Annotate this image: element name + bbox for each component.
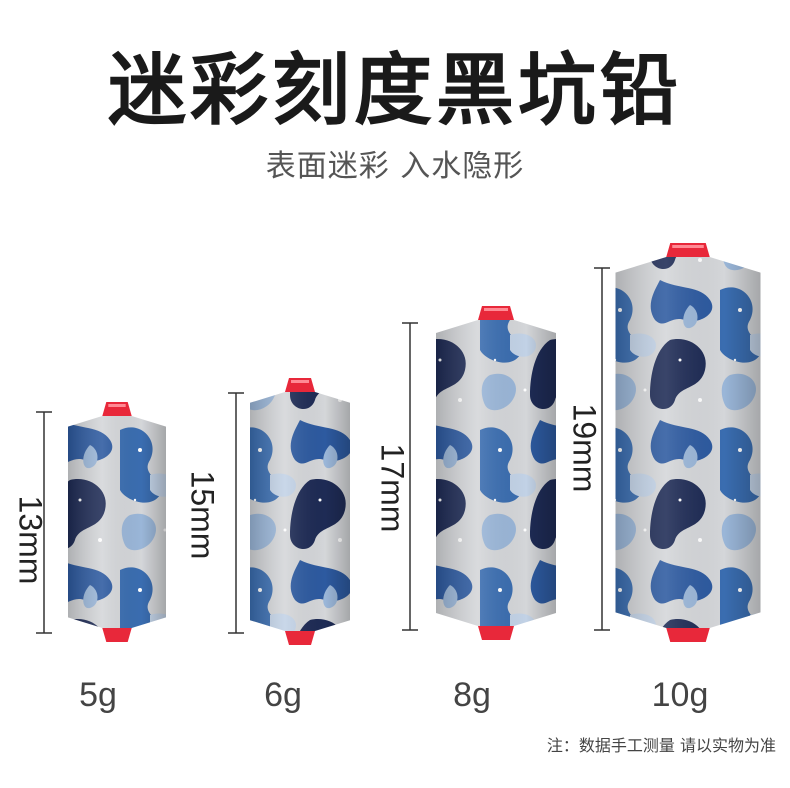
- weight-label: 5g: [79, 676, 117, 714]
- sinker-2: [228, 378, 350, 645]
- sinker-shading: [250, 392, 350, 631]
- sinker-3: [402, 306, 556, 640]
- sinker-1: [36, 402, 166, 642]
- page-subtitle: 表面迷彩 入水隐形: [265, 149, 525, 184]
- weight-label: 8g: [453, 676, 491, 714]
- sinker-bottom-cap: [102, 628, 132, 642]
- sinker-4: [594, 243, 761, 642]
- length-label: 15mm: [183, 470, 220, 560]
- sinker-bottom-cap: [478, 626, 514, 640]
- cap-highlight: [672, 245, 704, 248]
- weight-label: 10g: [651, 676, 709, 714]
- sinker-shading: [68, 416, 166, 628]
- length-label: 13mm: [11, 495, 48, 585]
- cap-highlight: [484, 308, 508, 311]
- measurement-note: 注：数据手工测量 请以实物为准: [546, 736, 776, 755]
- sinker-shading: [615, 257, 761, 628]
- weight-label: 6g: [264, 676, 302, 714]
- page-title: 迷彩刻度黑坑铅: [107, 46, 682, 136]
- cap-highlight: [291, 380, 309, 383]
- cap-highlight: [108, 404, 126, 407]
- sinker-bottom-cap: [285, 631, 315, 645]
- sinker-bottom-cap: [666, 628, 710, 642]
- sinker-shading: [436, 320, 556, 626]
- length-label: 19mm: [565, 403, 602, 493]
- length-label: 17mm: [373, 443, 410, 533]
